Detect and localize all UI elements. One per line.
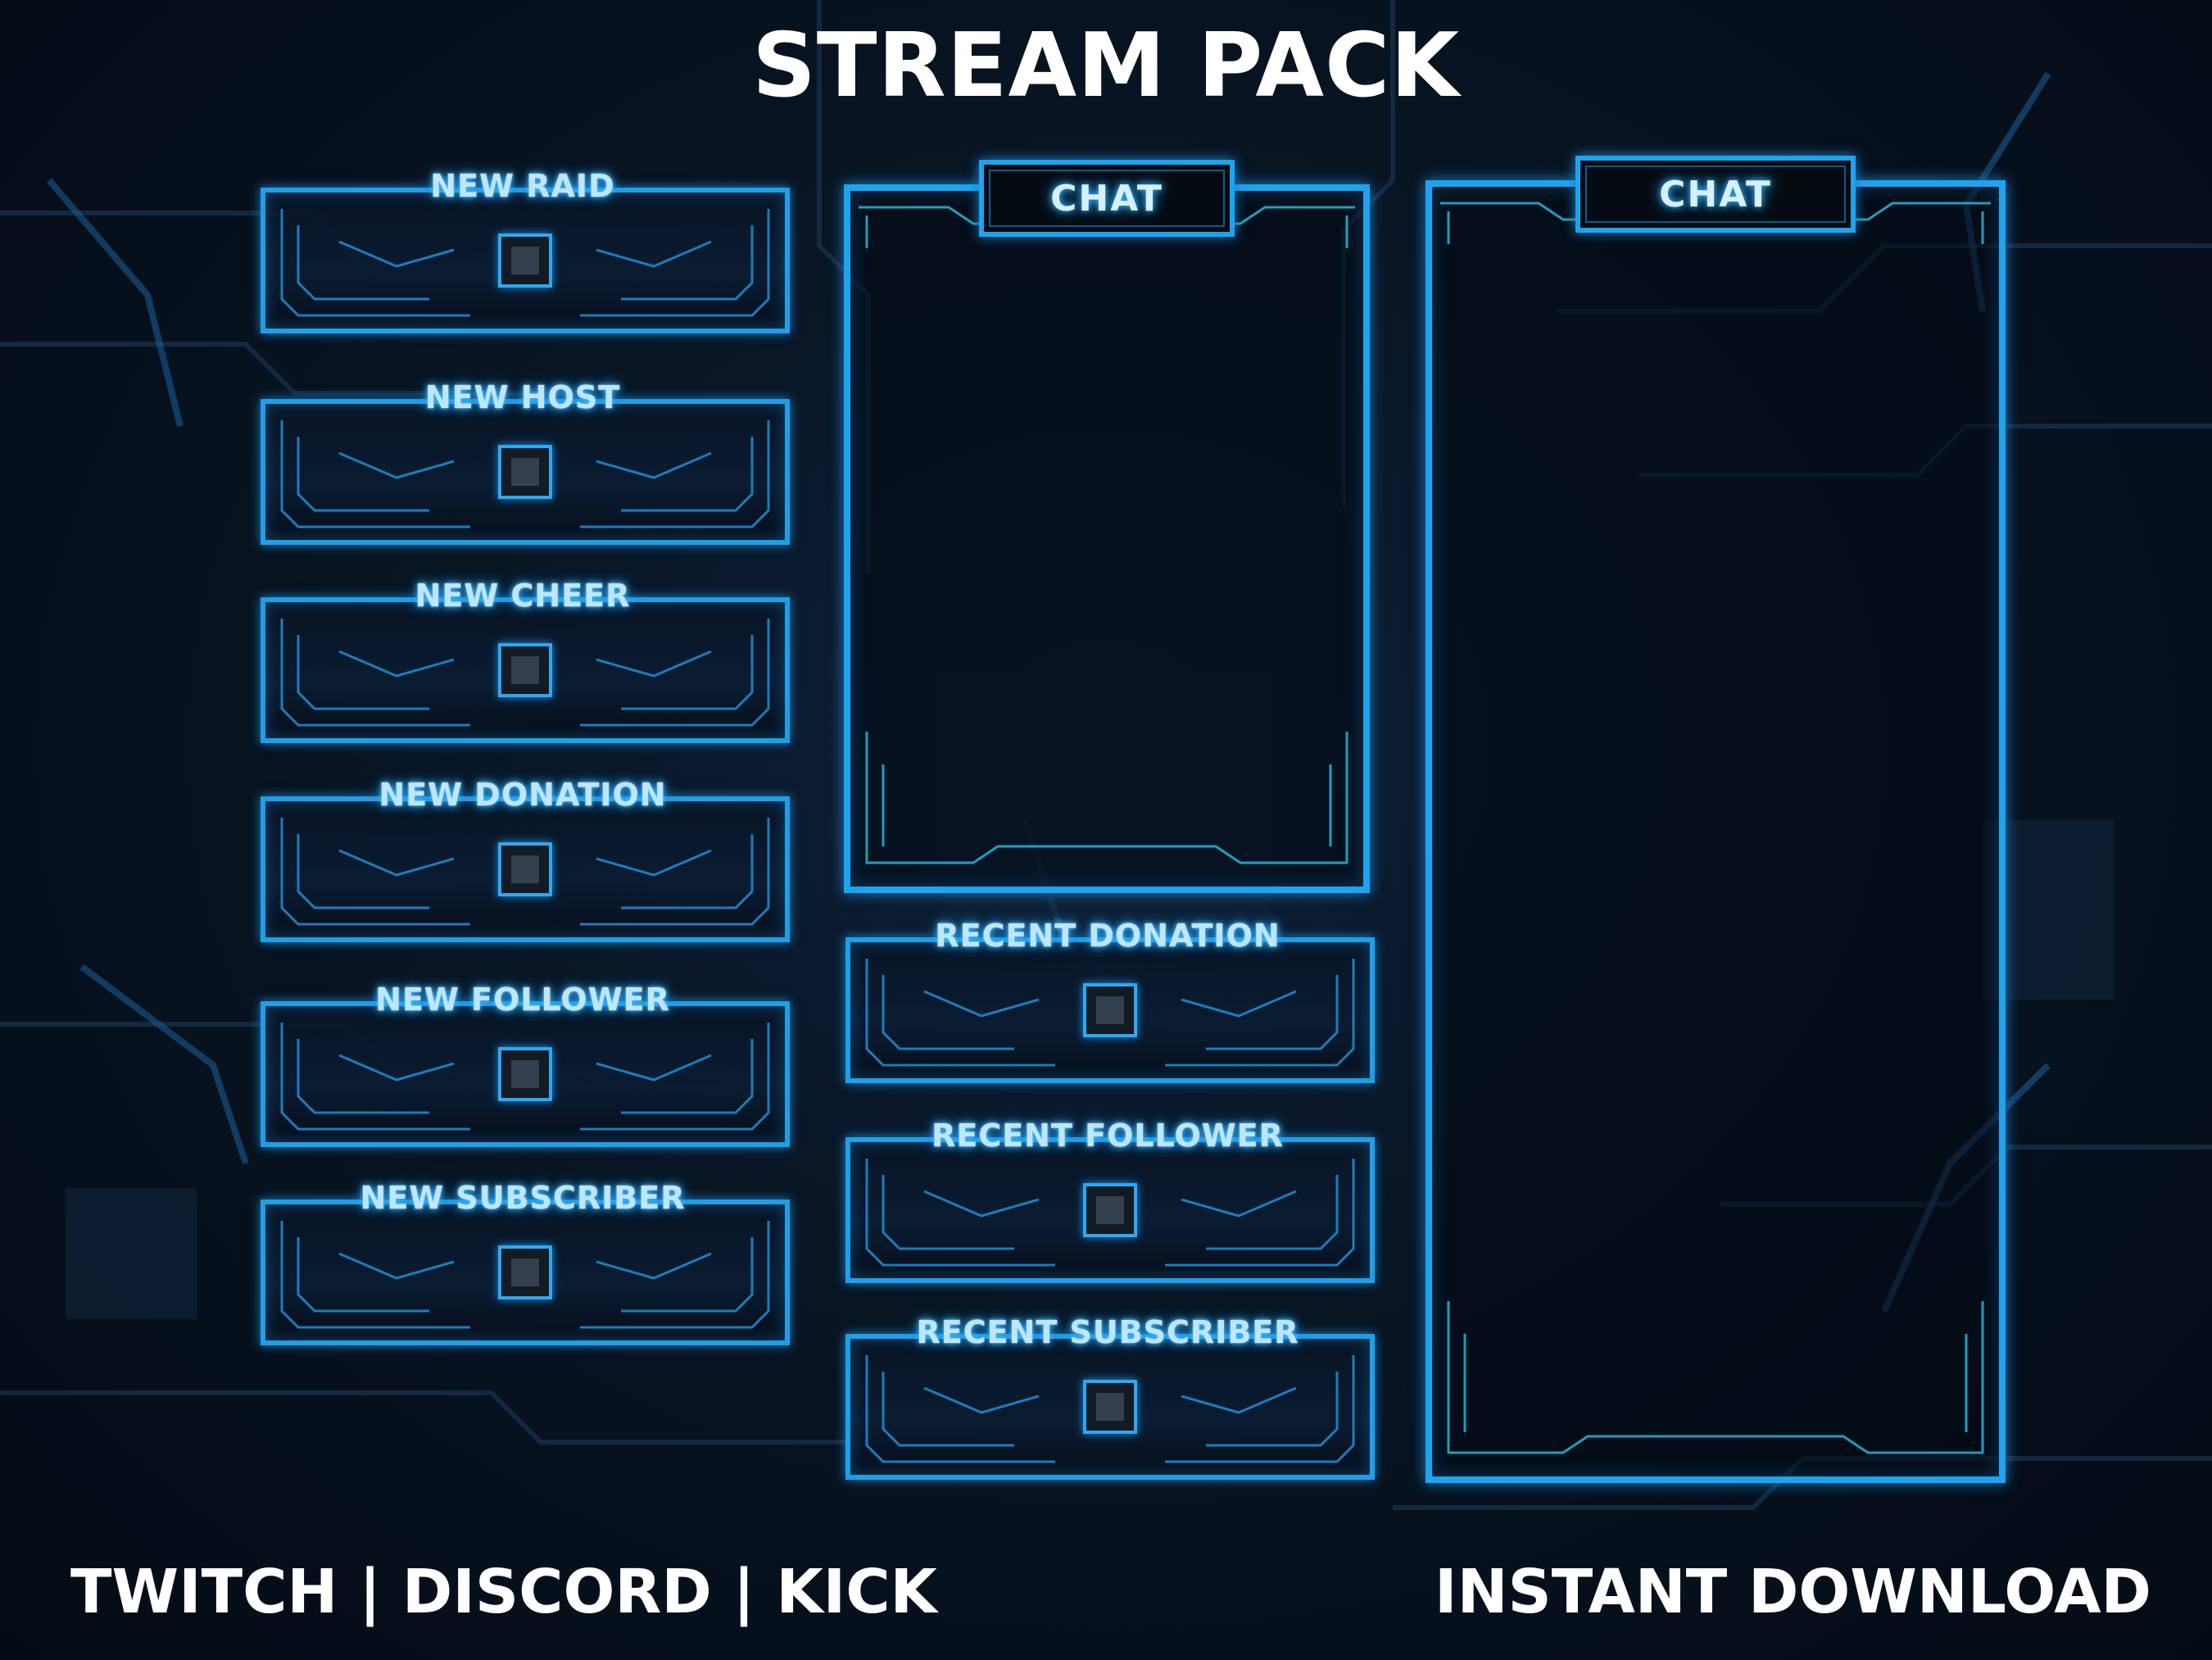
alert-new-raid: NEW RAID xyxy=(261,168,790,333)
alert-label: NEW SUBSCRIBER xyxy=(360,1180,686,1216)
chip-icon xyxy=(498,1245,552,1299)
chat-title: CHAT xyxy=(1050,177,1163,220)
alert-frame xyxy=(261,597,790,743)
alert-new-donation: NEW DONATION xyxy=(261,777,790,942)
chat-panel-large: CHAT xyxy=(1426,156,2006,1483)
chip-icon xyxy=(1083,1183,1137,1237)
alert-frame xyxy=(845,1334,1375,1480)
chip-icon xyxy=(1083,983,1137,1037)
alert-label: NEW RAID xyxy=(430,168,615,204)
chip-icon xyxy=(498,643,552,697)
alert-label: NEW CHEER xyxy=(415,578,631,614)
instant-download-text: INSTANT DOWNLOAD xyxy=(1435,1557,2151,1627)
alert-frame xyxy=(845,937,1375,1083)
chat-tab: CHAT xyxy=(979,160,1235,237)
alert-label: RECENT DONATION xyxy=(935,918,1281,954)
alert-new-cheer: NEW CHEER xyxy=(261,578,790,743)
chat-frame xyxy=(844,184,1370,893)
alert-recent-follower: RECENT FOLLOWER xyxy=(845,1118,1375,1283)
alert-new-follower: NEW FOLLOWER xyxy=(261,982,790,1147)
alert-frame xyxy=(261,1200,790,1345)
alert-recent-donation: RECENT DONATION xyxy=(845,918,1375,1083)
alert-frame xyxy=(845,1137,1375,1283)
alert-label: NEW DONATION xyxy=(378,777,667,813)
chip-icon xyxy=(1083,1380,1137,1434)
page-title: STREAM PACK xyxy=(752,15,1460,117)
alert-label: RECENT FOLLOWER xyxy=(931,1118,1284,1154)
chip-icon xyxy=(498,1047,552,1101)
chat-panel-small: CHAT xyxy=(844,160,1370,893)
chip-icon xyxy=(498,234,552,288)
alert-new-subscriber: NEW SUBSCRIBER xyxy=(261,1180,790,1345)
chip-icon xyxy=(498,842,552,896)
alert-frame xyxy=(261,796,790,942)
chat-title: CHAT xyxy=(1659,173,1772,215)
alert-label: RECENT SUBSCRIBER xyxy=(916,1314,1299,1350)
alert-frame xyxy=(261,1001,790,1147)
chat-frame xyxy=(1426,180,2006,1483)
alert-label: NEW HOST xyxy=(424,379,621,415)
alert-label: NEW FOLLOWER xyxy=(375,982,670,1018)
alert-new-host: NEW HOST xyxy=(261,379,790,545)
chip-icon xyxy=(498,445,552,499)
platforms-text: TWITCH | DISCORD | KICK xyxy=(70,1557,937,1627)
chat-tab: CHAT xyxy=(1575,156,1856,233)
alert-frame xyxy=(261,188,790,333)
alert-frame xyxy=(261,399,790,545)
alert-recent-subscriber: RECENT SUBSCRIBER xyxy=(845,1314,1375,1480)
